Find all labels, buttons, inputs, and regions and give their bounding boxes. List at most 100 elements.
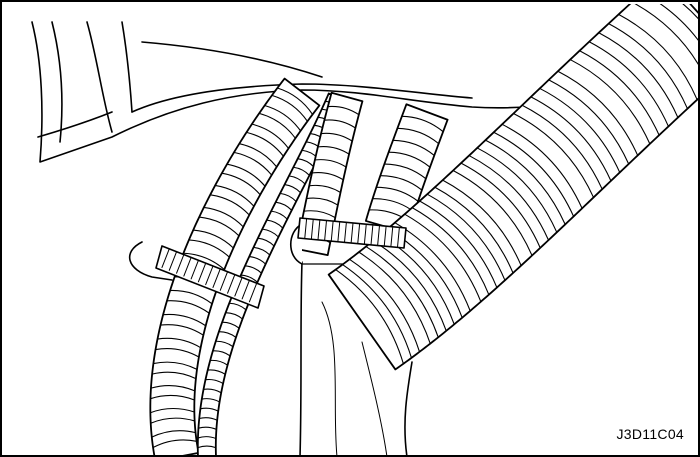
clamp-tooth [168,251,178,271]
hose-rib [151,371,197,380]
hose-rib [305,197,339,206]
hose-rib [598,32,679,119]
hose-rib [245,131,284,157]
clamp-tooth [377,225,380,246]
hose-rib [252,246,271,256]
hose-rib [608,23,689,110]
hose-rib [442,179,522,267]
air-duct [31,21,603,163]
hose-rib [539,87,621,173]
hose-rib [266,219,284,229]
left-corrugated-hose [149,77,321,455]
hose-rib [226,163,266,187]
clamp-tooth [337,221,341,243]
hose-rib [530,96,612,182]
clamp-tooth [161,248,170,268]
hose-rib [358,251,431,345]
hose-rib [201,398,221,403]
clamp-tooth [324,220,327,241]
hose-rib [618,13,698,101]
clamp-tooth [390,226,394,248]
hose-rib [150,385,196,392]
hose-rib [468,155,550,241]
hose-rib [379,175,423,191]
hose-rib [493,131,575,217]
clamp-tooth [383,225,387,247]
hose-rib [162,313,207,327]
left-hose-clamp [128,241,265,309]
hose-rib [548,79,630,165]
hose-rib [320,132,353,142]
hose-rib [275,201,293,211]
figure-code-label: J3D11C04 [616,426,684,442]
hose-rib [303,210,336,219]
hose-rib [238,143,278,168]
clamp-tooth [310,218,314,240]
hose-rib [214,184,255,207]
hose-rib [388,151,431,168]
hose-rib [209,359,229,366]
hose-rib [198,417,218,421]
hose-rib [292,166,310,176]
hose-rib [512,112,595,199]
hose-rib [404,213,482,303]
hose-rib [521,104,603,190]
hose-rib [204,378,224,385]
hose-rib [401,115,444,133]
clamp-tooth [363,223,367,245]
clamp-tooth [176,254,185,274]
hose-rib [149,394,195,401]
hose-rib [152,439,198,449]
hose-rib [159,324,204,336]
hose-rib [288,175,306,185]
hose-rib [452,169,533,257]
hose-rib [264,104,302,132]
clamp-tooth [304,218,308,240]
clamp-tooth [197,262,207,283]
hose-rib [215,340,234,348]
hose-rib [197,436,217,440]
hose-body [149,77,321,455]
hose-rib [314,159,347,168]
hose-rib [279,192,297,203]
hose-rib [188,239,230,258]
hose-rib [476,147,558,233]
hose-rib [569,59,651,145]
hose-rib [276,87,314,115]
hose-rib [257,237,275,247]
hose-rib [372,240,447,332]
clamp-tooth [212,268,221,288]
hose-rib [365,246,439,338]
hose-rib [297,158,315,168]
hose-rib [659,4,698,41]
clamp-tooth [317,219,321,241]
clamp-tooth [248,282,258,303]
hose-rib [392,139,435,157]
hose-rib [261,228,279,238]
hose-rib [341,264,413,359]
clamp-tooth [350,222,354,244]
clamp-tooth [234,276,243,297]
hose-rib [240,274,258,283]
clamp-tooth [241,279,250,300]
hose-body [327,4,698,371]
hose-rib [383,163,427,180]
hose-rib [411,207,490,296]
hose-rib [396,127,440,145]
hose-rib [419,200,498,289]
clamp-tooth [227,274,236,294]
clamp-tooth [219,271,229,291]
hose-rib [579,50,660,136]
hose-rib [151,430,197,438]
hose-rib [198,216,240,237]
hose-rib [182,252,225,271]
hose-rib [154,348,200,358]
clamp-tooth [205,265,214,286]
hose-rib [197,445,217,449]
hose-rib [434,186,514,274]
hose-rib [323,119,356,129]
hose-rib [311,172,344,181]
hose-rib [335,269,404,365]
hose-rib [258,112,296,139]
